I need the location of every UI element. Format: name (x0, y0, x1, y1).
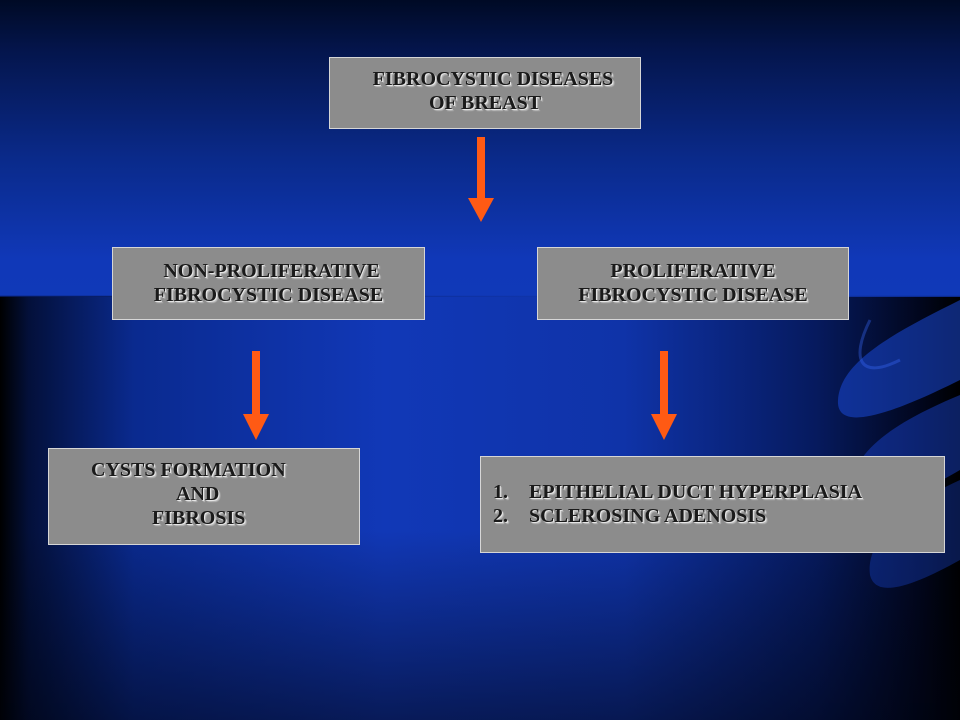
root-box-fibrocystic-diseases: FIBROCYSTIC DISEASES OF BREAST (329, 57, 641, 129)
arrow-root-down (468, 137, 494, 222)
list-item-number: 2. (493, 505, 508, 527)
arrow-right-shaft (660, 351, 668, 416)
list-item-number: 1. (493, 481, 508, 503)
root-line-1: FIBROCYSTIC DISEASES (372, 68, 614, 90)
swoosh-highlight (858, 319, 901, 370)
non-proliferative-line-2: FIBROCYSTIC DISEASE (153, 284, 384, 306)
arrow-proliferative-down (651, 351, 677, 440)
arrow-right-head (651, 414, 677, 440)
arrow-root-shaft (477, 137, 485, 199)
root-line-2: OF BREAST (428, 92, 542, 114)
non-proliferative-box: NON-PROLIFERATIVE FIBROCYSTIC DISEASE (112, 247, 425, 320)
list-item-text: EPITHELIAL DUCT HYPERPLASIA (529, 481, 863, 503)
cysts-line-2: AND (176, 483, 220, 505)
swoosh-band-1 (837, 300, 960, 418)
proliferative-findings-box: 1. EPITHELIAL DUCT HYPERPLASIA 2. SCLEROSI… (480, 456, 945, 553)
proliferative-line-2: FIBROCYSTIC DISEASE (578, 284, 808, 306)
arrow-root-head (468, 198, 494, 222)
list-item: 1. EPITHELIAL DUCT HYPERPLASIA (493, 480, 944, 504)
list-item-text: SCLEROSING ADENOSIS (529, 505, 767, 527)
list-item: 2. SCLEROSING ADENOSIS (493, 504, 944, 528)
arrow-non-proliferative-down (243, 351, 269, 440)
arrow-left-shaft (252, 351, 260, 416)
non-proliferative-line-1: NON-PROLIFERATIVE (163, 260, 380, 282)
cysts-formation-box: CYSTS FORMATION AND FIBROSIS (48, 448, 360, 545)
cysts-line-1: CYSTS FORMATION (91, 459, 286, 481)
arrow-left-head (243, 414, 269, 440)
proliferative-box: PROLIFERATIVE FIBROCYSTIC DISEASE (537, 247, 849, 320)
proliferative-line-1: PROLIFERATIVE (610, 260, 776, 282)
cysts-line-3: FIBROSIS (152, 507, 246, 529)
